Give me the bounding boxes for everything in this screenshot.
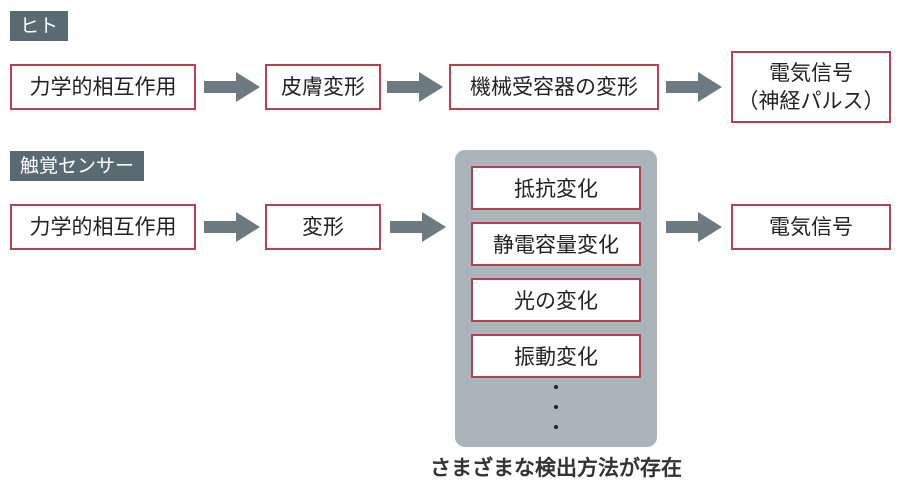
right-arrow-icon: [387, 72, 443, 102]
human-step-4-line1: 電気信号: [769, 61, 853, 85]
method-4-text: 振動変化: [514, 345, 598, 369]
ellipsis-dot: [554, 385, 558, 389]
human-step-mechanical-interaction: 力学的相互作用: [10, 64, 196, 110]
sensor-step-electric-signal: 電気信号: [731, 204, 891, 250]
human-arrow-1: [204, 72, 260, 102]
ellipsis-dot: [554, 425, 558, 429]
method-vibration-change: 振動変化: [471, 334, 641, 378]
sensor-label-tag: 触覚センサー: [10, 151, 145, 181]
sensor-step-2-text: 変形: [302, 215, 344, 239]
method-1-text: 抵抗変化: [514, 177, 598, 201]
right-arrow-icon: [204, 72, 260, 102]
ellipsis-dot: [554, 405, 558, 409]
sensor-step-deformation: 変形: [265, 204, 381, 250]
method-3-text: 光の変化: [514, 289, 598, 313]
right-arrow-icon: [390, 212, 446, 242]
sensor-arrow-1: [204, 212, 260, 242]
human-step-2-text: 皮膚変形: [281, 75, 365, 99]
detection-methods-panel: 抵抗変化 静電容量変化 光の変化 振動変化: [455, 150, 657, 447]
human-arrow-2: [387, 72, 443, 102]
ellipsis-dots: [554, 385, 558, 435]
sensor-step-1-text: 力学的相互作用: [29, 215, 177, 239]
method-capacitance-change: 静電容量変化: [471, 222, 641, 266]
right-arrow-icon: [204, 212, 260, 242]
human-step-mechanoreceptor-deformation: 機械受容器の変形: [449, 64, 659, 110]
human-step-4-line2: （神経パルス）: [737, 89, 885, 113]
method-light-change: 光の変化: [471, 278, 641, 322]
detection-methods-caption: さまざまな検出方法が存在: [430, 456, 682, 480]
right-arrow-icon: [666, 212, 722, 242]
method-resistance-change: 抵抗変化: [471, 166, 641, 210]
sensor-arrow-2: [390, 212, 446, 242]
sensor-step-3-text: 電気信号: [769, 215, 853, 239]
right-arrow-icon: [666, 72, 722, 102]
method-2-text: 静電容量変化: [493, 233, 619, 257]
human-arrow-3: [666, 72, 722, 102]
human-step-1-text: 力学的相互作用: [29, 75, 177, 99]
sensor-step-mechanical-interaction: 力学的相互作用: [10, 204, 196, 250]
human-step-electric-signal: 電気信号 （神経パルス）: [731, 51, 891, 123]
sensor-arrow-3: [666, 212, 722, 242]
human-step-skin-deformation: 皮膚変形: [265, 64, 381, 110]
human-step-3-text: 機械受容器の変形: [470, 75, 638, 99]
human-label-tag: ヒト: [10, 11, 69, 41]
sensor-label: 触覚センサー: [20, 155, 135, 177]
human-label: ヒト: [20, 15, 59, 37]
